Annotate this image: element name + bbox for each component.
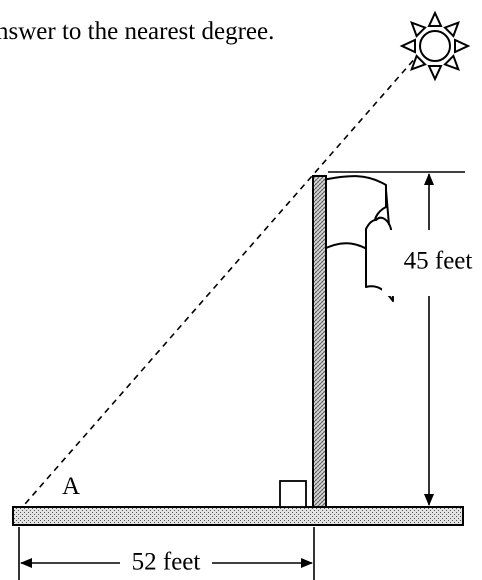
ground bbox=[12, 506, 464, 526]
base-dimension bbox=[18, 527, 315, 580]
height-label: 45 feet bbox=[404, 248, 473, 275]
base-label: 52 feet bbox=[132, 549, 201, 576]
height-label-bg bbox=[382, 230, 478, 296]
sun-icon bbox=[399, 10, 471, 82]
right-angle-marker bbox=[279, 480, 307, 508]
flagpole bbox=[312, 175, 327, 508]
line-of-sight bbox=[17, 55, 418, 513]
vertex-label: A bbox=[62, 473, 80, 500]
height-dimension bbox=[328, 171, 465, 506]
problem-text-line: nswer to the nearest degree. bbox=[0, 18, 275, 45]
